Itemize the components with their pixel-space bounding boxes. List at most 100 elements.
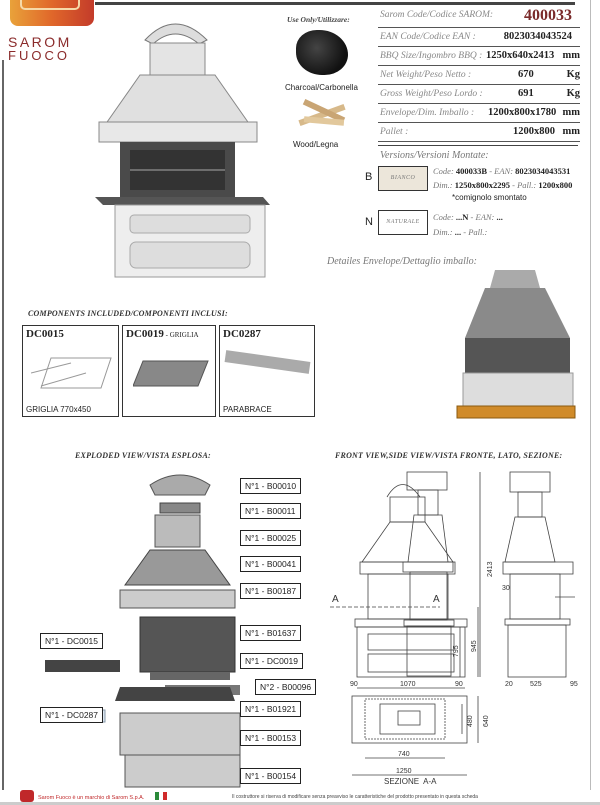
pall-label: - Pall.: (463, 227, 488, 237)
spec-unit: Kg (566, 88, 580, 99)
dim-1250: 1250 (396, 768, 412, 775)
part-label-b00041: N°1 - B00041 (240, 556, 302, 572)
brand-name-line2: FUOCO (8, 48, 70, 63)
version-b-code-line: Code: 400033B - EAN: 8023034043531 (433, 166, 570, 176)
section-mark-right: A (433, 594, 440, 605)
exploded-heading: EXPLODED VIEW/VISTA ESPLOSA: (75, 451, 211, 460)
dim-left: 90 (350, 681, 358, 688)
spec-unit: Kg (566, 69, 580, 80)
italy-flag-icon (155, 792, 167, 800)
part-label-dc0019: N°1 - DC0019 (240, 653, 304, 669)
ean-label: - EAN: (470, 212, 495, 222)
dim-top-gap: 30 (502, 585, 510, 592)
dim-total-height: 2413 (487, 561, 494, 577)
swatch-naturale: NATURALE (378, 210, 428, 235)
component-code-text: DC0019 (126, 328, 164, 340)
part-label-b00096: N°2 - B00096 (255, 679, 317, 695)
version-dim: 1250x800x2295 (454, 180, 510, 190)
part-label-b00025: N°1 - B00025 (240, 530, 302, 546)
dim-95: 95 (570, 681, 578, 688)
spec-unit: mm (562, 107, 581, 118)
spec-value-code: 400033 (524, 7, 572, 24)
dim-width: 1070 (400, 681, 416, 688)
dim-640: 640 (483, 715, 490, 727)
grill-grate-icon (31, 357, 112, 389)
code-label: Code: (433, 212, 454, 222)
footer-disclaimer: Il costruttore si riserva di modificare … (232, 794, 478, 800)
version-code: ...N (455, 212, 469, 222)
dim-480: 480 (467, 715, 474, 727)
part-label-dc0287: N°1 - DC0287 (40, 707, 104, 723)
footer-logo-icon (20, 790, 34, 802)
spec-label: Sarom Code/Codice SAROM: (380, 10, 494, 20)
spec-label: Pallet : (380, 127, 409, 137)
drawings-heading: FRONT VIEW,SIDE VIEW/VISTA FRONTE, LATO,… (335, 451, 563, 460)
components-heading: COMPONENTS INCLUDED/COMPONENTI INCLUSI: (28, 309, 228, 318)
dim-right: 90 (455, 681, 463, 688)
version-ean: 8023034043531 (515, 166, 571, 176)
part-label-b01921: N°1 - B01921 (240, 701, 302, 717)
brand-name-line1: SAROM (8, 34, 72, 50)
right-rule (590, 0, 591, 790)
package-image (456, 270, 576, 419)
dim-20: 20 (505, 681, 513, 688)
component-caption: PARABRACE (223, 405, 272, 414)
component-dc0019: DC0019 - GRIGLIA (122, 325, 216, 417)
versions-rule (378, 145, 578, 146)
versions-heading: Versions/Versioni Montate: (380, 150, 489, 161)
version-code: 400033B (455, 166, 488, 176)
top-rule (95, 2, 575, 5)
spec-value: 1200x800 (513, 126, 555, 137)
grill-bars-icon (133, 360, 209, 387)
footer-rule (0, 802, 600, 805)
ean-label: - EAN: (489, 166, 514, 176)
part-label-b01637: N°1 - B01637 (240, 625, 302, 641)
version-n-dim-line: Dim.: ... - Pall.: (433, 227, 487, 237)
spec-row-pallet: Pallet : 1200x800 mm (378, 123, 580, 142)
part-label-b00154: N°1 - B00154 (240, 768, 302, 784)
spec-label: BBQ Size/Ingombro BBQ : (380, 51, 483, 61)
spec-label: Envelope/Dim. Imballo : (380, 108, 475, 118)
fuel-charcoal-label: Charcoal/Carbonella (285, 83, 358, 92)
spec-value: 8023034043524 (503, 31, 572, 42)
charcoal-icon (296, 30, 348, 75)
left-rule (2, 60, 4, 790)
part-label-dc0015: N°1 - DC0015 (40, 633, 104, 649)
part-label-b00010: N°1 - B00010 (240, 478, 302, 494)
wood-icon (298, 98, 348, 130)
spec-row-envelope: Envelope/Dim. Imballo : 1200x800x1780 mm (378, 104, 580, 123)
component-dc0287: DC0287 PARABRACE (219, 325, 315, 417)
brand-logo: SAROM FUOCO (6, 0, 96, 63)
component-caption: GRIGLIA 770x450 (26, 405, 91, 414)
part-label-b00153: N°1 - B00153 (240, 730, 302, 746)
component-dc0015: DC0015 GRIGLIA 770x450 (22, 325, 119, 417)
version-n-code-line: Code: ...N - EAN: ... (433, 212, 503, 222)
version-dim: ... (454, 227, 462, 237)
spec-unit: mm (562, 50, 581, 61)
section-mark-left: A (332, 594, 339, 605)
pall-label: - Pall.: (512, 180, 537, 190)
technical-drawing: A A 2413 30 795 945 90 1070 90 20 525 95… (330, 471, 578, 776)
dim-795: 795 (453, 645, 460, 657)
version-ean: ... (496, 212, 503, 222)
spec-value: 670 (518, 69, 534, 80)
component-code: DC0015 (26, 328, 64, 340)
dim-525: 525 (530, 681, 542, 688)
version-b-dim-line: Dim.: 1250x800x2295 - Pall.: 1200x800 (433, 180, 572, 190)
dim-740: 740 (398, 751, 410, 758)
spec-value: 1250x640x2413 (486, 50, 555, 61)
spec-value: 1200x800x1780 (488, 107, 557, 118)
spec-label: EAN Code/Codice EAN : (380, 32, 476, 42)
spec-value: 691 (518, 88, 534, 99)
dim-label: Dim.: (433, 180, 453, 190)
spec-unit: mm (562, 126, 581, 137)
version-letter-b: B (365, 171, 373, 183)
dim-label: Dim.: (433, 227, 453, 237)
component-code: DC0019 - GRIGLIA (126, 328, 199, 340)
dim-945: 945 (471, 640, 478, 652)
fuel-heading: Use Only/Utilizzare: (287, 15, 350, 24)
part-label-b00011: N°1 - B00011 (240, 503, 301, 519)
component-suffix: - GRIGLIA (163, 331, 199, 339)
